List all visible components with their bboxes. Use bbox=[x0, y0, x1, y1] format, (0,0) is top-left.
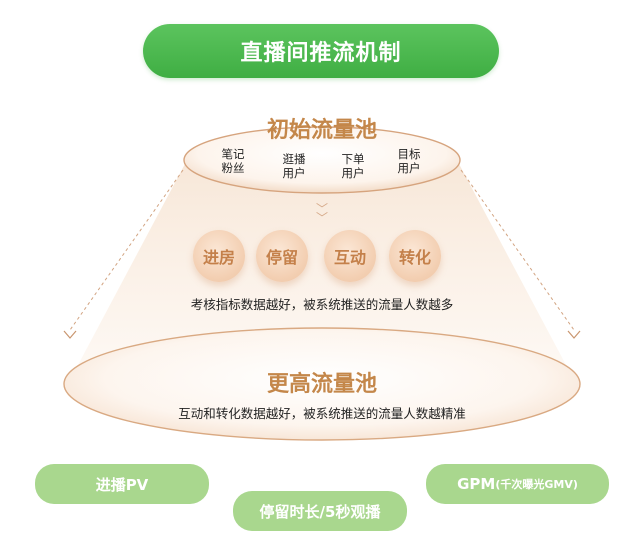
metrics-note: 考核指标数据越好，被系统推送的流量人数越多 bbox=[190, 297, 454, 312]
chevron-down-icon: ﹀﹀ bbox=[315, 202, 328, 225]
right-arrow-head bbox=[567, 330, 581, 339]
user-type-ordering-users: 下单 用户 bbox=[341, 152, 365, 180]
higher-pool-ellipse bbox=[63, 327, 581, 441]
higher-pool-title: 更高流量池 bbox=[266, 372, 377, 397]
metric-interaction: 互动 bbox=[324, 230, 376, 282]
user-type-browsing-users: 逛播 用户 bbox=[282, 152, 306, 180]
kpi-gpm-pill: GPM(千次曝光GMV) bbox=[426, 464, 609, 504]
kpi-gpm-label: GPM bbox=[457, 475, 496, 493]
page-title: 直播间推流机制 bbox=[143, 24, 499, 78]
initial-pool-ellipse bbox=[183, 126, 461, 194]
kpi-gpm-sub: (千次曝光GMV) bbox=[495, 478, 578, 491]
metric-enter-room: 进房 bbox=[193, 230, 245, 282]
metric-conversion: 转化 bbox=[389, 230, 441, 282]
higher-pool-note: 互动和转化数据越好，被系统推送的流量人数越精准 bbox=[178, 406, 466, 421]
metric-stay: 停留 bbox=[256, 230, 308, 282]
right-dashed-arrow bbox=[460, 169, 575, 331]
user-type-target-users: 目标 用户 bbox=[397, 147, 421, 175]
user-type-note-fans: 笔记 粉丝 bbox=[221, 147, 245, 175]
kpi-stay-pill: 停留时长/5秒观播 bbox=[233, 491, 407, 531]
left-arrow-head bbox=[63, 330, 77, 339]
left-dashed-arrow bbox=[69, 169, 184, 331]
kpi-pv-pill: 进播PV bbox=[35, 464, 209, 504]
initial-pool-title: 初始流量池 bbox=[266, 118, 377, 143]
